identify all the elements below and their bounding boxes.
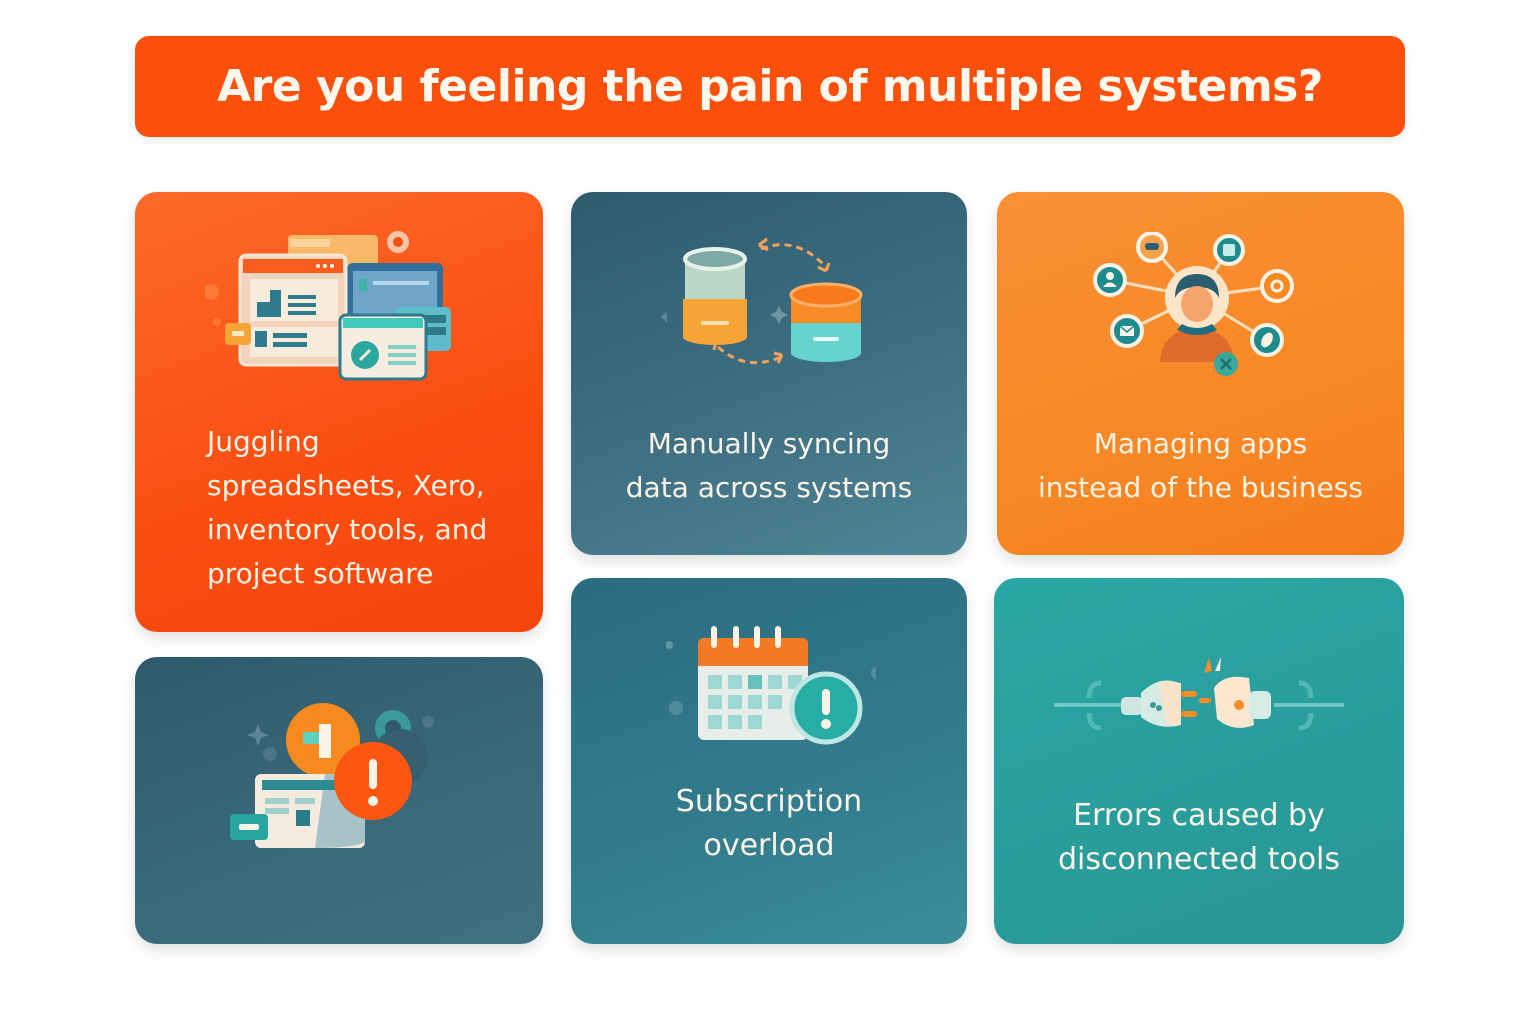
card-disconnected-tools: Errors caused by disconnected tools — [994, 578, 1404, 944]
card-errors-illustration — [135, 657, 543, 944]
card-juggling-tools: Juggling spreadsheets, Xero, inventory t… — [135, 192, 543, 632]
card-subscription-overload: Subscription overload — [571, 578, 967, 944]
card-label: Juggling spreadsheets, Xero, inventory t… — [207, 425, 488, 590]
app-windows-icon — [205, 231, 451, 381]
card-label: Managing apps instead of the business — [1038, 427, 1363, 504]
user-app-network-icon — [1093, 232, 1294, 376]
database-sync-icon — [661, 237, 863, 365]
calendar-alert-icon — [666, 626, 876, 745]
app-node — [1093, 263, 1127, 297]
gear-icon — [387, 231, 409, 253]
disconnected-plug-icon — [1054, 657, 1344, 731]
page-title: Are you feeling the pain of multiple sys… — [217, 61, 1323, 112]
card-label: Subscription overload — [675, 784, 863, 863]
card-label: Manually syncing data across systems — [625, 427, 913, 504]
card-manual-syncing: Manually syncing data across systems — [571, 192, 967, 555]
card-managing-apps: Managing apps instead of the business — [997, 192, 1404, 555]
card-label: Errors caused by disconnected tools — [1057, 798, 1341, 877]
title-banner: Are you feeling the pain of multiple sys… — [135, 36, 1405, 137]
window-error-alert-icon — [230, 703, 434, 848]
